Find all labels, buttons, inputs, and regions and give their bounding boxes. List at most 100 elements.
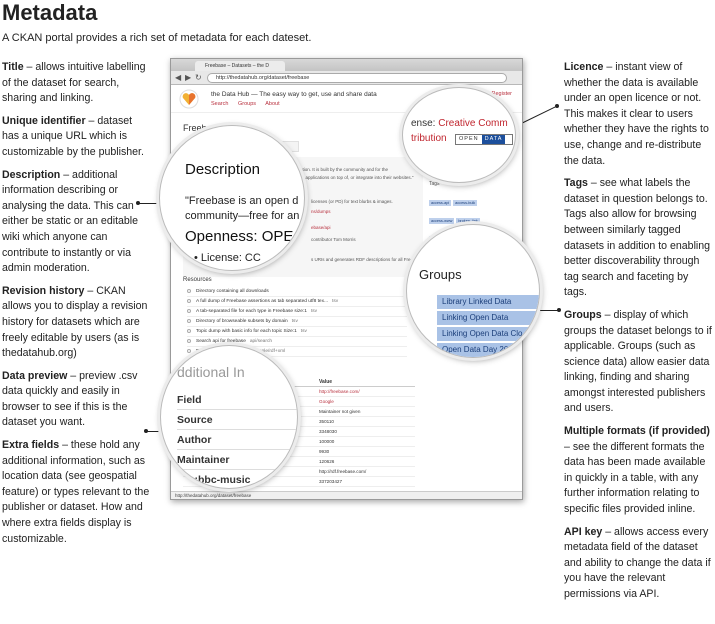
nav-groups[interactable]: Groups	[237, 101, 257, 107]
dataset-title: Freebase	[183, 123, 222, 133]
callout-dot-groups	[557, 308, 561, 312]
feature-text: – additional information describing or a…	[2, 168, 139, 275]
desc-line: licenses (or PD) for text blurbs & image…	[311, 199, 393, 204]
resource-name: Search api for freebase	[196, 339, 246, 344]
feature-term: Unique identifier	[2, 114, 86, 127]
feature-term: Description	[2, 168, 61, 181]
desc-line: s URIs and generates RDF descriptions fo…	[311, 257, 438, 262]
feature-text: – CKAN allows you to display a revision …	[2, 284, 148, 360]
feature-text: – see the different formats the data has…	[564, 440, 706, 516]
feature-left: Data preview – preview .csv data quickly…	[2, 369, 152, 431]
zoom-groups-heading: Groups	[419, 267, 462, 282]
desc-line: n, built applications on top of, or inte…	[291, 175, 414, 180]
feature-text: – see what labels the dataset in questio…	[564, 177, 711, 299]
extra-value-cell: 337203427	[183, 477, 415, 487]
resource-icon	[187, 288, 191, 293]
page-subtitle: A CKAN portal provides a rich set of met…	[2, 32, 312, 44]
callout-dot-extra	[144, 429, 148, 433]
feature-right: API key – allows access every metadata f…	[564, 525, 714, 603]
zoom-licence-attribution[interactable]: tribution	[411, 133, 447, 144]
feature-term: Multiple formats (if provided)	[564, 425, 710, 438]
group-item[interactable]: Linking Open Data	[437, 311, 539, 325]
nav-search[interactable]: Search	[211, 101, 229, 107]
forward-icon[interactable]: ▶	[185, 73, 192, 82]
browser-toolbar: ◀ ▶ ↻ http://thedatahub.org/dataset/free…	[171, 71, 522, 85]
extra-value-cell[interactable]: Google	[183, 397, 415, 407]
resource-row[interactable]: Topic dump with basic info for each topi…	[187, 327, 407, 337]
extra-value-cell: 120626	[183, 457, 415, 467]
resource-icon	[187, 338, 191, 343]
extra-field-row: Author	[177, 430, 297, 450]
back-icon[interactable]: ◀	[175, 73, 182, 82]
feature-term: Data preview	[2, 369, 68, 382]
callout-line-groups	[538, 310, 560, 311]
feature-text: – allows intuitive labelling of the data…	[2, 61, 146, 105]
feature-term: Groups	[564, 308, 602, 321]
extra-value-cell: 9930	[183, 447, 415, 457]
resources-heading: Resources	[183, 277, 212, 283]
group-item[interactable]: Linking Open Data Clo	[437, 327, 539, 341]
left-feature-column: Title – allows intuitive labelling of th…	[2, 60, 152, 554]
datahub-logo-icon	[179, 89, 199, 109]
zoom-description-text: "Freebase is an open d community—free fo…	[185, 194, 299, 224]
resource-name: Directory containing all downloads	[196, 289, 269, 294]
desc-line: ebase/api	[311, 225, 331, 230]
resource-row[interactable]: A full dump of Freebase assertions as ta…	[187, 297, 407, 307]
zoom-extra-table: Field Source Author Maintainer eks:bbc-m…	[177, 390, 297, 488]
resource-format: api/search	[249, 339, 273, 344]
feature-right: Groups – display of which groups the dat…	[564, 308, 714, 417]
callout-line-extra	[146, 431, 162, 432]
tag-item[interactable]: access-bulk	[453, 200, 478, 206]
resource-icon	[187, 348, 191, 353]
nav-about[interactable]: About	[265, 101, 280, 107]
resource-row[interactable]: A tab-separated file for each type in Fr…	[187, 307, 407, 317]
feature-left: Description – additional information des…	[2, 168, 152, 277]
resource-name: A full dump of Freebase assertions as ta…	[196, 299, 328, 304]
tag-item[interactable]: access-api	[429, 200, 452, 206]
zoom-extra-fields: dditional In Field Source Author Maintai…	[160, 345, 298, 489]
group-item[interactable]: Library Linked Data	[437, 295, 539, 309]
feature-left: Extra fields – these hold any additional…	[2, 438, 152, 547]
licence-link[interactable]: Creative Comm	[438, 118, 508, 129]
tag-item[interactable]: broken_link	[456, 218, 480, 224]
resource-name: Directory of browseable subsets by domai…	[196, 319, 288, 324]
extra-value-header: Value	[183, 377, 415, 387]
site-title: the Data Hub — The easy way to get, use …	[211, 91, 377, 98]
extra-field-row: Maintainer	[177, 450, 297, 470]
feature-term: Licence	[564, 61, 604, 73]
feature-right: Multiple formats (if provided) – see the…	[564, 424, 714, 518]
feature-right: Licence – instant view of whether the da…	[564, 60, 714, 169]
resource-format: tsv	[310, 309, 318, 314]
desc-line: contributor Tom Morris	[311, 237, 356, 242]
feature-text: – allows access every metadata field of …	[564, 525, 711, 600]
resource-format: example/rdf+xml	[249, 349, 286, 354]
zoom-extra-heading: dditional In	[177, 364, 245, 380]
feature-left: Title – allows intuitive labelling of th…	[2, 60, 152, 107]
extra-value-cell: Maintainer not given	[183, 407, 415, 417]
callout-line-description	[138, 203, 162, 204]
feature-text: – instant view of whether the data is av…	[564, 61, 709, 167]
resource-row[interactable]: Directory containing all downloads	[187, 287, 407, 297]
feature-right: Tags – see what labels the dataset in qu…	[564, 176, 714, 301]
browser-tab[interactable]: Freebase – Datasets – the D	[195, 61, 285, 71]
group-list: Library Linked Data Linking Open Data Li…	[437, 295, 539, 357]
feature-term: Revision history	[2, 284, 85, 297]
resource-icon	[187, 328, 191, 333]
feature-term: API key	[564, 525, 603, 538]
site-nav: Search Groups About	[211, 101, 288, 107]
url-bar[interactable]: http://thedatahub.org/dataset/freebase	[207, 73, 507, 83]
reload-icon[interactable]: ↻	[195, 73, 202, 82]
extra-value-cell[interactable]: http://freebase.com/	[183, 387, 415, 397]
register-link[interactable]: Register	[491, 91, 512, 97]
resource-name: A tab-separated file for each type in Fr…	[196, 309, 307, 314]
tag-item[interactable]: access-www	[429, 218, 455, 224]
extra-value-cell: 100000	[183, 437, 415, 447]
feature-text: – dataset has a unique URL which is cust…	[2, 114, 144, 158]
group-item[interactable]: Open Data Day 201	[437, 343, 539, 357]
feature-term: Extra fields	[2, 439, 60, 452]
resource-row[interactable]: Directory of browseable subsets by domai…	[187, 317, 407, 327]
